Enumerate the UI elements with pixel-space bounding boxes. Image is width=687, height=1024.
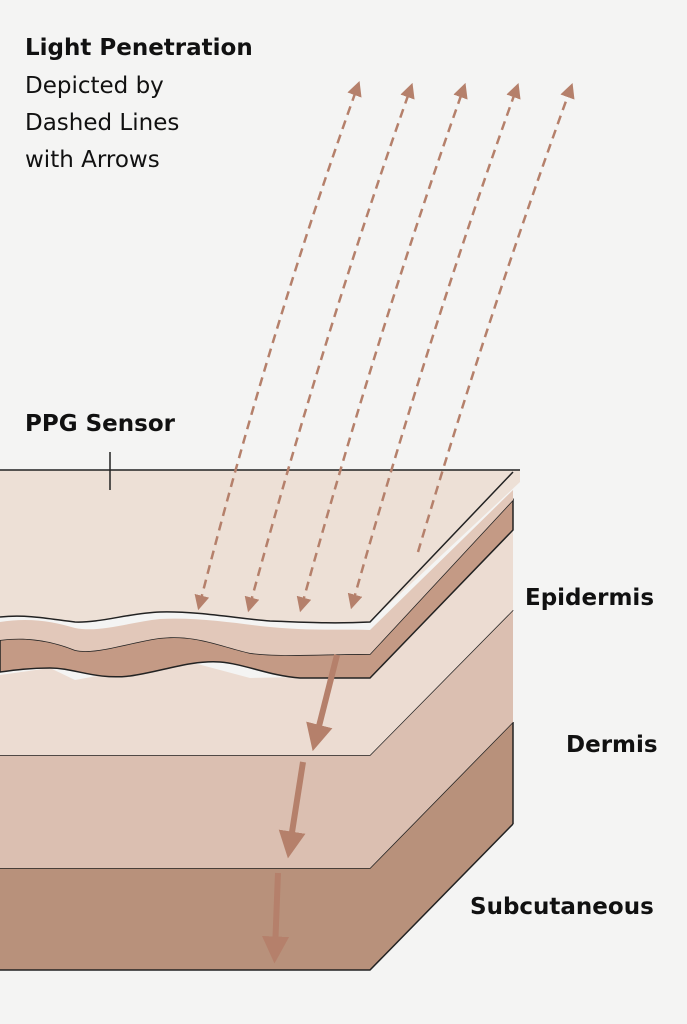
ppg-sensor-label: PPG Sensor <box>25 411 175 437</box>
depth-arrow-2 <box>278 761 306 859</box>
dashed-arrow-5 <box>416 82 575 553</box>
dermis-label: Dermis <box>566 732 658 758</box>
title-line-2: Dashed Lines <box>25 110 180 136</box>
dashed-arrow-4 <box>347 82 521 610</box>
subcutaneous-label: Subcutaneous <box>470 894 654 920</box>
title-line-1: Depicted by <box>25 73 164 99</box>
title-line-3: with Arrows <box>25 147 160 173</box>
depth-arrow-3 <box>262 872 290 964</box>
epidermis-label: Epidermis <box>525 585 655 611</box>
depth-arrows <box>262 654 340 964</box>
depth-arrow-1 <box>306 654 340 752</box>
title-heading: Light Penetration <box>25 35 253 61</box>
light-penetration-arrows <box>194 80 575 613</box>
